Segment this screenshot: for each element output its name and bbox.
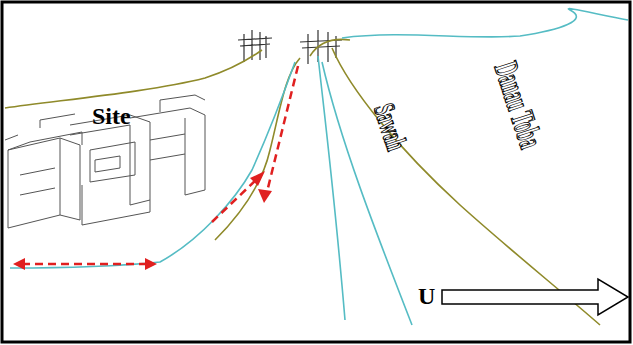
circulation-arrow [22, 66, 298, 264]
north-arrow [442, 279, 628, 315]
road-edge [5, 39, 600, 325]
area-label: Sawah [369, 100, 412, 154]
tower-sketch [238, 30, 342, 64]
lake-label: Danau Toba [489, 58, 549, 153]
frame [2, 2, 630, 342]
north-label: U [418, 284, 435, 308]
building-sketch [5, 95, 205, 228]
arrow-head [13, 171, 272, 270]
site-label: Site [92, 104, 131, 128]
water-edge [10, 9, 628, 325]
